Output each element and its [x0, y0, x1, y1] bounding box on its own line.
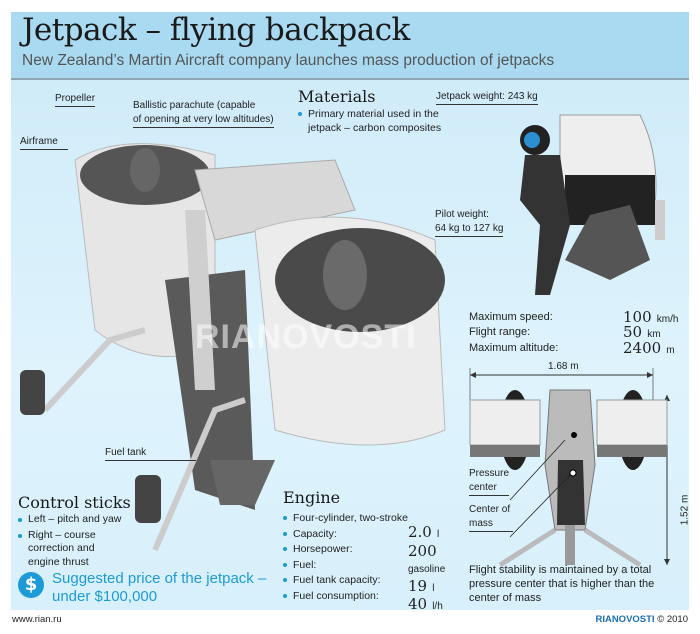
- header-band: [11, 12, 689, 80]
- stat-label: Flight range:: [469, 326, 531, 338]
- materials-heading: Materials: [298, 87, 376, 106]
- jetpack-illustration: [20, 143, 446, 552]
- label-propeller: Propeller: [55, 92, 96, 107]
- control-sticks-heading: Control sticks: [18, 493, 131, 512]
- engine-values: 2.0 l 200 gasoline 19 l 40 l/h: [408, 524, 445, 615]
- stat-value: 100: [623, 308, 652, 326]
- stat-value: 50: [623, 323, 643, 341]
- footer-brand: RIANOVOSTI © 2010: [595, 614, 688, 625]
- label-pressure-center-2: center: [469, 481, 509, 496]
- label-airframe: Airframe: [20, 135, 68, 150]
- engine-item-label: Four-cylinder, two-stroke: [283, 511, 408, 527]
- label-pilot-weight-2: 64 kg to 127 kg: [435, 222, 504, 237]
- label-jetpack-weight: Jetpack weight: 243 kg: [436, 90, 538, 105]
- engine-heading: Engine: [283, 488, 341, 507]
- engine-unit: l/h: [432, 601, 443, 612]
- copyright: © 2010: [657, 614, 688, 625]
- engine-unit: l: [432, 582, 435, 594]
- stat-unit: km: [647, 329, 661, 340]
- price-line-2: under $100,000: [52, 588, 158, 605]
- stat-unit: m: [666, 345, 675, 356]
- engine-item-label: Horsepower:: [283, 542, 408, 558]
- page-subtitle: New Zealand’s Martin Aircraft company la…: [22, 52, 555, 69]
- label-parachute-2: of opening at very low altitudes): [133, 113, 274, 128]
- label-pressure-center-1: Pressure: [469, 468, 510, 479]
- engine-value: 200: [408, 541, 437, 560]
- engine-value: 40: [408, 595, 428, 613]
- label-center-mass-1: Center of: [469, 504, 511, 515]
- front-view-diagram: [469, 368, 670, 568]
- stat-value-row: 50 km: [623, 322, 661, 341]
- engine-labels: Four-cylinder, two-stroke Capacity: Hors…: [283, 511, 408, 604]
- stat-unit: km/h: [656, 314, 679, 325]
- engine-unit: gasoline: [408, 564, 446, 575]
- footer-url[interactable]: www.rian.ru: [12, 614, 62, 625]
- stability-note: Flight stability is maintained by a tota…: [469, 564, 655, 604]
- stat-value-row: 2400 m: [623, 338, 675, 357]
- control-sticks-item: Left – pitch and yaw: [18, 513, 128, 527]
- label-center-mass-2: mass: [469, 517, 513, 532]
- engine-value: 19: [408, 576, 428, 595]
- stat-value: 2400: [623, 339, 662, 357]
- engine-item-label: Fuel:: [283, 558, 408, 574]
- page-title: Jetpack – flying backpack: [22, 12, 410, 48]
- label-height: 1.52 m: [679, 494, 691, 526]
- label-pilot-weight-1: Pilot weight:: [435, 209, 489, 220]
- label-width: 1.68 m: [545, 360, 582, 374]
- control-sticks-item: Right – course correction and engine thr…: [18, 529, 128, 570]
- engine-item-label: Fuel tank capacity:: [283, 573, 408, 589]
- watermark: RIANOVOSTI: [195, 318, 417, 356]
- stat-value-row: 100 km/h: [623, 307, 678, 326]
- label-parachute-1: Ballistic parachute (capable: [133, 100, 256, 111]
- price-line-1: Suggested price of the jetpack –: [52, 570, 267, 587]
- materials-list: Primary material used in the jetpack – c…: [298, 107, 448, 135]
- engine-value: 2.0: [408, 523, 432, 541]
- stat-label: Maximum altitude:: [469, 342, 559, 354]
- materials-item: Primary material used in the jetpack – c…: [298, 107, 448, 135]
- stat-label: Maximum speed:: [469, 311, 553, 323]
- engine-unit: l: [436, 529, 440, 540]
- engine-item-label: Capacity:: [283, 527, 408, 543]
- dollar-icon: $: [18, 572, 44, 598]
- control-sticks-list: Left – pitch and yaw Right – course corr…: [18, 513, 128, 569]
- brand-logo: RIANOVOSTI: [595, 614, 655, 625]
- label-fuel-tank: Fuel tank: [105, 446, 197, 461]
- engine-item-label: Fuel consumption:: [283, 589, 408, 605]
- pilot-illustration: [520, 114, 665, 295]
